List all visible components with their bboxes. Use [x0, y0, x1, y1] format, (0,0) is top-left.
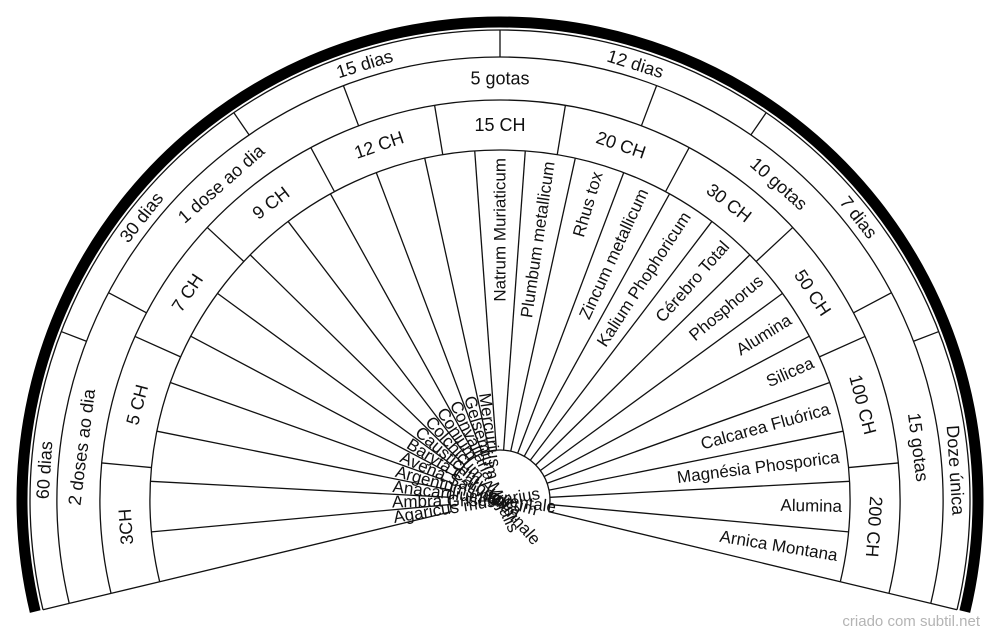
- duration-label: 60 dias: [33, 441, 57, 500]
- potency-label: 50 CH: [790, 266, 835, 320]
- duration-divider: [233, 112, 250, 136]
- arc-hub: [449, 449, 551, 512]
- remedy-divider: [546, 381, 830, 484]
- potency-label: 9 CH: [249, 183, 294, 224]
- remedy-divider: [502, 150, 526, 451]
- remedy-divider: [159, 511, 452, 583]
- remedy-label: Alumina: [780, 496, 842, 516]
- duration-divider: [60, 330, 87, 342]
- potency-divider: [206, 226, 245, 262]
- arc-ring-1: [149, 149, 851, 582]
- remedy-divider: [549, 480, 850, 498]
- potency-label: 200 CH: [862, 496, 886, 558]
- duration-divider: [913, 330, 940, 342]
- frequency-divider: [108, 292, 147, 314]
- remedy-label: Arnica Montana: [718, 527, 839, 565]
- frequency-label: 10 gotas: [746, 153, 811, 214]
- duration-divider: [42, 602, 70, 611]
- frequency-label: 5 gotas: [470, 69, 529, 89]
- remedy-divider: [375, 172, 483, 454]
- potency-divider: [101, 462, 152, 469]
- remedy-divider: [523, 193, 671, 457]
- remedy-label: Calcarea Fluórica: [699, 399, 833, 453]
- remedy-divider: [535, 254, 751, 466]
- remedy-divider: [529, 221, 713, 461]
- frequency-divider: [69, 592, 112, 605]
- potency-label: 7 CH: [168, 270, 207, 315]
- remedy-divider: [510, 158, 576, 452]
- chart-lines: [16, 16, 984, 613]
- remedy-label: Natrum Muriaticum: [491, 158, 510, 302]
- remedy-divider: [170, 381, 454, 484]
- arc-ring-3: [56, 56, 944, 604]
- remedy-label: Ambra Grisea: [392, 491, 498, 512]
- remedy-divider: [543, 335, 810, 478]
- duration-label: Doze única: [943, 425, 969, 517]
- remedy-divider: [249, 254, 465, 466]
- potency-label: 12 CH: [352, 127, 407, 162]
- outer-rim: [16, 16, 984, 613]
- remedy-divider: [150, 480, 451, 498]
- remedy-divider: [424, 158, 490, 452]
- remedy-label: Rhus tox: [569, 169, 606, 239]
- potency-label: 5 CH: [122, 382, 152, 427]
- remedy-divider: [539, 292, 783, 472]
- frequency-divider: [342, 85, 360, 127]
- potency-divider: [819, 335, 866, 358]
- potency-divider: [664, 147, 690, 192]
- remedy-divider: [517, 172, 625, 454]
- duration-divider: [930, 602, 958, 611]
- potency-divider: [110, 581, 160, 595]
- duration-divider: [750, 112, 767, 136]
- potency-divider: [310, 147, 336, 192]
- potency-divider: [848, 462, 899, 469]
- potency-label: 100 CH: [845, 373, 880, 437]
- arc-ring-outer: [29, 29, 971, 610]
- remedy-divider: [549, 503, 849, 533]
- potency-divider: [433, 105, 444, 155]
- remedy-divider: [548, 430, 844, 491]
- potency-divider: [134, 335, 181, 358]
- potency-divider: [755, 226, 794, 262]
- frequency-divider: [853, 292, 892, 314]
- remedy-divider: [474, 150, 498, 451]
- watermark: criado com subtil.net: [842, 613, 980, 630]
- remedy-label: Alumina: [733, 310, 796, 359]
- frequency-label: 2 doses ao dia: [65, 387, 100, 507]
- remedy-divider: [217, 292, 461, 472]
- frequency-divider: [640, 85, 658, 127]
- potency-label: 15 CH: [474, 115, 525, 135]
- frequency-divider: [888, 592, 931, 605]
- remedy-divider: [548, 511, 841, 583]
- remedy-divider: [329, 193, 477, 457]
- remedy-label: Magnésia Phosporica: [676, 448, 841, 487]
- remedy-label: Silicea: [763, 353, 817, 391]
- arc-ring-2: [99, 99, 901, 594]
- frequency-label: 15 gotas: [904, 412, 932, 483]
- potency-divider: [556, 105, 567, 155]
- potency-divider: [840, 581, 890, 595]
- remedy-divider: [287, 221, 471, 461]
- potency-label: 20 CH: [594, 127, 649, 162]
- remedy-divider: [151, 503, 451, 533]
- potency-label: 3CH: [115, 508, 138, 545]
- remedy-divider: [156, 430, 452, 491]
- remedy-divider: [190, 335, 457, 478]
